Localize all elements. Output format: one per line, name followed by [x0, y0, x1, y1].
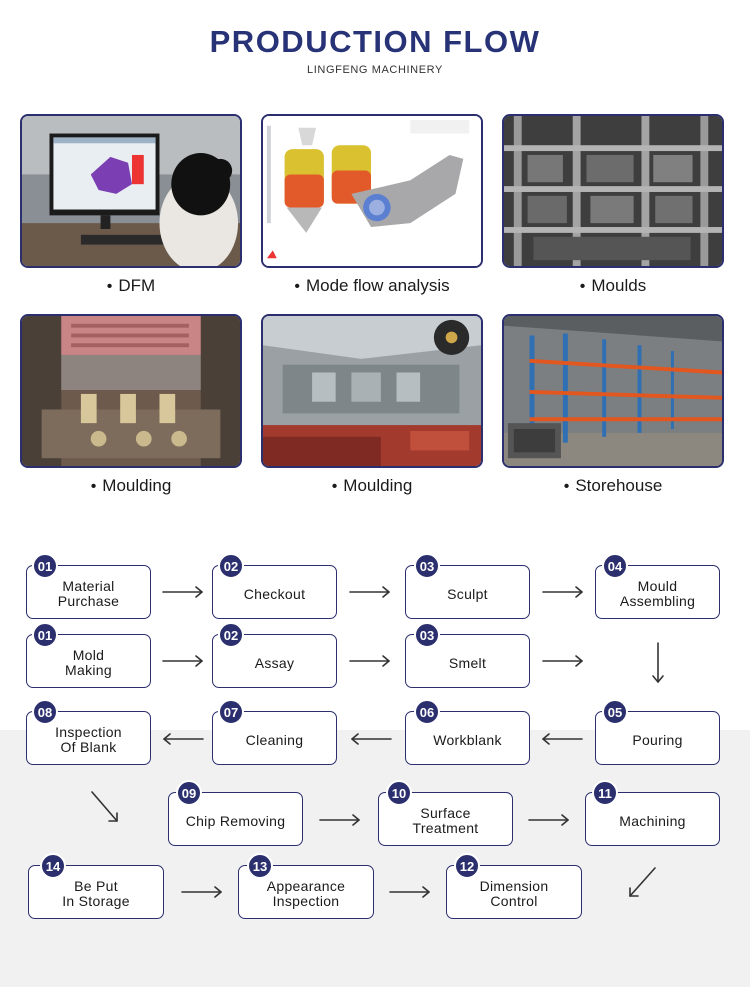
step-number-badge: 13 [247, 853, 273, 879]
step-label: Assay [254, 654, 295, 671]
moulds-caption: • Moulds [502, 276, 724, 296]
step-number-badge: 14 [40, 853, 66, 879]
arrow-right-icon [319, 814, 360, 826]
step-number-badge: 01 [32, 553, 58, 579]
arrow-diagonal-down-left-icon [629, 867, 656, 897]
arrow-left-icon [163, 733, 204, 745]
storehouse-caption: • Storehouse [502, 476, 724, 496]
caption-label: DFM [118, 276, 156, 295]
step-label: Checkout [243, 585, 306, 602]
moulding-caption-2: • Moulding [261, 476, 483, 496]
caption-label: Moulds [591, 276, 647, 295]
step-number-badge: 05 [602, 699, 628, 725]
storehouse-photo [502, 314, 724, 468]
arrow-right-icon [528, 814, 569, 826]
bullet-icon: • [579, 278, 586, 295]
step-pouring: Pouring [595, 711, 720, 765]
page-subtitle: LINGFENG MACHINERY [307, 64, 443, 76]
mold-flow-caption: • Mode flow analysis [261, 276, 483, 296]
bullet-icon: • [90, 478, 97, 495]
step-label: Workblank [433, 731, 502, 748]
caption-label: Storehouse [575, 476, 663, 495]
step-checkout: Checkout [212, 565, 337, 619]
step-chip-removing: Chip Removing [168, 792, 303, 846]
moulding-caption-1: • Moulding [20, 476, 242, 496]
bullet-icon: • [106, 278, 113, 295]
moulding-die-photo [261, 314, 483, 468]
step-number-badge: 02 [218, 622, 244, 648]
step-label: Mold Making [65, 647, 112, 678]
step-number-badge: 11 [592, 780, 618, 806]
arrow-left-icon [351, 733, 392, 745]
arrow-right-icon [162, 586, 203, 598]
arrow-down-icon [652, 642, 664, 683]
arrow-right-icon [349, 655, 390, 667]
step-label: Machining [619, 812, 686, 829]
moulding-press-photo [20, 314, 242, 468]
step-label: Material Purchase [57, 578, 120, 609]
step-label: Dimension Control [479, 878, 549, 909]
step-label: Cleaning [245, 731, 304, 748]
step-label: Inspection Of Blank [55, 724, 122, 755]
step-number-badge: 10 [386, 780, 412, 806]
arrow-right-icon [349, 586, 390, 598]
bullet-icon: • [563, 478, 570, 495]
step-number-badge: 02 [218, 553, 244, 579]
step-label: Sculpt [447, 585, 488, 602]
step-workblank: Workblank [405, 711, 530, 765]
arrow-right-icon [162, 655, 203, 667]
caption-label: Moulding [102, 476, 172, 495]
caption-label: Mode flow analysis [305, 276, 450, 295]
arrow-left-icon [389, 886, 430, 898]
dfm-caption: • DFM [20, 276, 242, 296]
step-number-badge: 07 [218, 699, 244, 725]
step-number-badge: 01 [32, 622, 58, 648]
step-label: Pouring [632, 731, 683, 748]
bullet-icon: • [294, 278, 300, 295]
moulds-photo [502, 114, 724, 268]
arrow-left-icon [181, 886, 222, 898]
step-number-badge: 09 [176, 780, 202, 806]
step-number-badge: 06 [414, 699, 440, 725]
step-label: Chip Removing [185, 812, 286, 829]
step-label: Surface Treatment [412, 805, 479, 836]
dfm-photo [20, 114, 242, 268]
arrow-right-icon [542, 586, 583, 598]
step-number-badge: 08 [32, 699, 58, 725]
step-number-badge: 03 [414, 622, 440, 648]
step-label: Be Put In Storage [62, 878, 130, 909]
bullet-icon: • [331, 478, 338, 495]
step-number-badge: 04 [602, 553, 628, 579]
step-label: Appearance Inspection [266, 878, 346, 909]
mold-flow-analysis-photo [261, 114, 483, 268]
step-number-badge: 03 [414, 553, 440, 579]
arrow-left-icon [542, 733, 583, 745]
arrow-right-icon [542, 655, 583, 667]
step-inspection-of-blank: Inspection Of Blank [26, 711, 151, 765]
step-label: Smelt [448, 654, 487, 671]
page-title: PRODUCTION FLOW [209, 24, 541, 59]
caption-label: Moulding [343, 476, 413, 495]
step-label: Mould Assembling [619, 578, 696, 609]
arrow-diagonal-down-right-icon [91, 791, 118, 822]
step-number-badge: 12 [454, 853, 480, 879]
